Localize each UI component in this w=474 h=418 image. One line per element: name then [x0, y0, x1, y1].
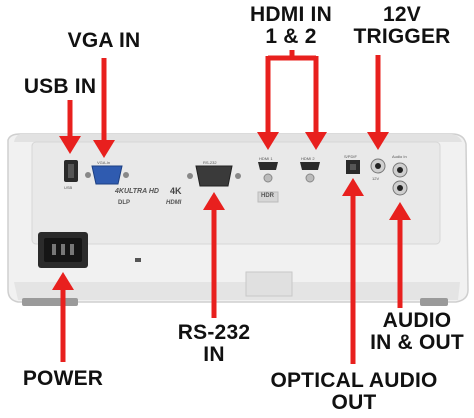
hdmi-logo: HDMI: [166, 200, 182, 206]
hdmi-in-label: HDMI IN 1 & 2: [250, 3, 332, 48]
hdmi-1-port-label: HDMI 1: [259, 156, 273, 161]
audio-label: AUDIO IN & OUT: [370, 309, 464, 354]
spdif-port-label: S/PDIF: [344, 154, 357, 159]
usb-port-label: USB: [64, 185, 73, 190]
lock-slot: [135, 258, 141, 262]
arrows: [52, 50, 411, 364]
foot-left: [22, 298, 78, 306]
foot-right: [420, 298, 448, 306]
ultra-hd-logo: 4KULTRA HD: [115, 188, 159, 195]
hdmi-1-port: [258, 162, 278, 170]
usb-in-label: USB IN: [23, 75, 97, 98]
hdmi-2-port-label: HDMI 2: [301, 156, 315, 161]
rs232-label: RS-232 IN: [177, 321, 251, 366]
bottom-hatch: [245, 271, 293, 297]
vga-port-label: VGA-In: [97, 160, 111, 165]
power-label: POWER: [22, 367, 104, 390]
dlp-logo: DLP: [118, 200, 130, 206]
trigger-port-label: 12V: [372, 176, 380, 181]
audio-port-label: Audio In: [392, 154, 407, 159]
4k-logo: 4K: [170, 186, 182, 196]
vga-port: [91, 165, 123, 185]
vga-in-label: VGA IN: [67, 29, 141, 52]
optical-label: OPTICAL AUDIO OUT: [270, 369, 438, 414]
hdr-logo: HDR: [261, 193, 274, 199]
hdmi-2-port: [300, 162, 320, 170]
connector-panel: [31, 141, 441, 245]
rs232-port-label: RS-232: [203, 160, 217, 165]
trigger-12v-label: 12V TRIGGER: [353, 3, 451, 48]
rs232-port: [195, 165, 233, 187]
